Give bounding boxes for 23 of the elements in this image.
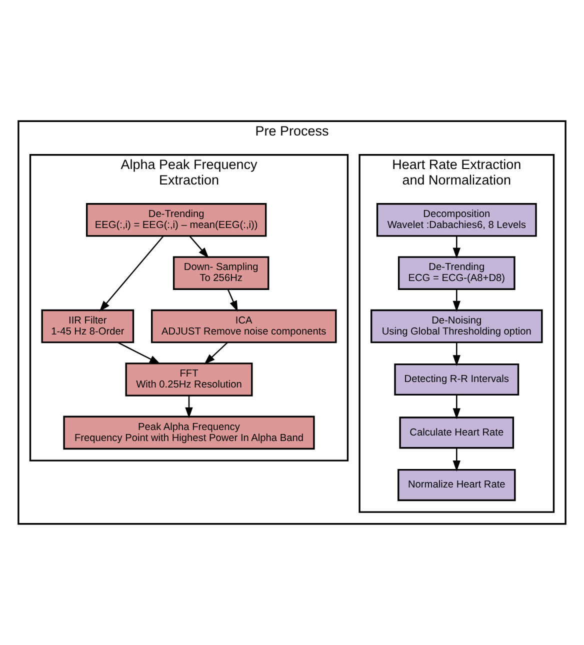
arrow [452,394,460,420]
arrow [452,289,460,312]
node-box: IIR Filter 1-45 Hz 8-Order [41,309,134,344]
node-box: FFT With 0.25Hz Resolution [125,362,253,396]
node-box: De-Trending EEG(:,i) = EEG(:,i) – mean(EEG(:,i)) [86,203,267,237]
arrow [452,342,460,366]
node-box: De-Trending ECG = ECG-(A8+D8) [398,256,516,290]
node-box: Normalize Heart Rate [398,468,516,502]
node-box: Calculate Heart Rate [399,416,514,449]
arrow [185,396,193,418]
arrow [452,448,460,472]
arrow [189,236,209,258]
node-box: Down- Sampling To 256Hz [172,256,270,290]
arrow [227,289,238,312]
node-box: Decomposition Wavelet :Dabachies6, 8 Levels [376,203,537,237]
node-box: Detecting R-R Intervals [394,363,520,396]
node-box: Peak Alpha Frequency Frequency Point with Highest Power In Alpha Band [63,416,315,450]
arrow [99,236,164,312]
node-box: De-Noising Using Global Thresholding option [370,309,543,344]
node-box: ICA ADJUST Remove noise components [151,309,337,344]
arrow [452,236,460,259]
arrow [118,342,161,364]
arrow [204,342,228,365]
